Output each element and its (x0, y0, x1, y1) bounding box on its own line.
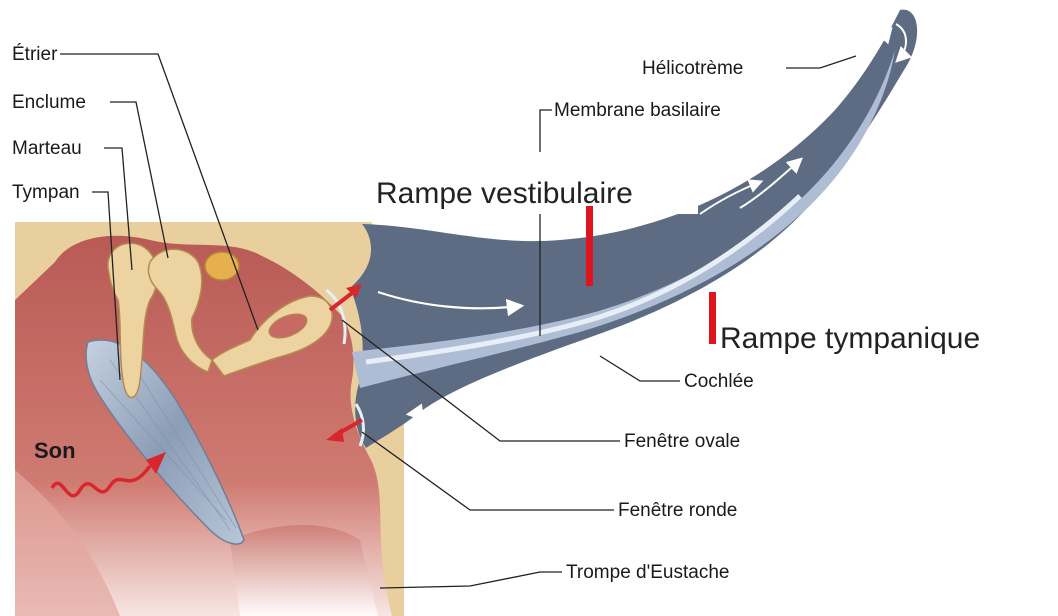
label-rampe-tympanique: Rampe tympanique (720, 322, 980, 355)
label-tympan: Tympan (12, 182, 80, 203)
rampe-tympanique-marker (709, 292, 716, 344)
bone-nodule (205, 252, 239, 280)
label-trompe-eustache: Trompe d'Eustache (566, 562, 729, 583)
cochlea (350, 10, 917, 448)
rampe-vestibulaire-marker (586, 206, 593, 286)
label-membrane-basilaire: Membrane basilaire (554, 100, 721, 121)
label-fenetre-ovale: Fenêtre ovale (624, 431, 740, 452)
label-marteau: Marteau (12, 138, 82, 159)
label-etrier: Étrier (12, 44, 58, 65)
label-helicotreme: Hélicotrème (642, 58, 743, 79)
label-rampe-vestibulaire: Rampe vestibulaire (376, 177, 633, 210)
label-son: Son (34, 438, 76, 463)
label-enclume: Enclume (12, 92, 86, 113)
label-fenetre-ronde: Fenêtre ronde (618, 500, 737, 521)
label-cochlee: Cochlée (684, 371, 754, 392)
